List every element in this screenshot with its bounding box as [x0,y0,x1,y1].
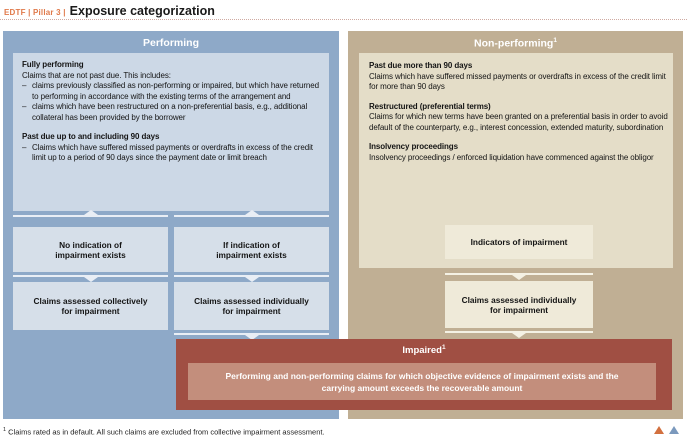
section-heading: Fully performing [22,60,84,69]
bullet-text: claims which have been restructured on a… [32,102,308,122]
bullet-dash: – [22,102,27,111]
flow-arrow-down-icon [174,333,329,341]
bullet-text: Claims which have suffered missed paymen… [32,142,313,163]
arrow-bar [174,333,329,335]
panel-title-text: Non-performing [474,37,554,50]
nav-triangles [654,426,679,434]
arrow-bar [13,275,168,277]
performing-panel-title: Performing [142,37,199,49]
footnote-marker: 1 [3,427,7,433]
insolvency-section: Insolvency proceedings Insolvency procee… [369,142,668,163]
section-body: Claims which have suffered missed paymen… [369,71,666,92]
indicators-of-impairment-box: Indicators of impairment [445,225,593,259]
impaired-title: Impaired1 [176,339,672,356]
bullet-text: claims previously classified as non-perf… [32,81,319,101]
section-heading: Past due up to and including 90 days [22,132,160,141]
breadcrumb: EDTF | Pillar 3 | [4,8,66,17]
flow-arrow-down-icon [13,275,168,283]
footnote-marker: 1 [441,344,446,351]
flow-arrow-down-icon [445,331,593,339]
flow-arrow-down-icon [174,275,329,283]
impaired-box: Impaired1 Performing and non-performing … [176,339,672,410]
if-indication-box: If indication of impairment exists [174,227,329,272]
section-body: Claims for which new terms have been gra… [369,112,668,132]
arrow-bar [445,331,593,333]
impaired-title-text: Impaired [402,345,442,357]
performing-definitions-box: Fully performing Claims that are not pas… [13,53,329,211]
section-body: Insolvency proceedings / enforced liquid… [369,152,654,162]
assessed-individually-box: Claims assessed individually for impairm… [445,281,593,328]
section-heading: Insolvency proceedings [369,142,458,151]
section-intro: Claims that are not past due. This inclu… [22,70,171,80]
arrow-head-icon [83,210,98,215]
header: EDTF | Pillar 3 |Exposure categorization [4,2,215,20]
non-performing-panel-title: Non-performing1 [348,31,683,50]
arrow-bar [445,273,593,275]
footnote: 1 Claims rated as in default. All such c… [3,427,325,437]
footnote-marker: 1 [553,37,557,44]
bullet-item: – Claims which have suffered missed paym… [22,143,323,164]
arrow-bar [13,215,168,217]
section-heading: Past due more than 90 days [369,61,473,70]
impaired-definition: Performing and non-performing claims for… [188,363,656,400]
bullet-item: – claims previously classified as non-pe… [22,81,323,102]
arrow-head-icon [512,275,526,280]
section-heading: Restructured (preferential terms) [369,101,491,111]
flow-arrow-up-icon [174,209,329,217]
arrow-head-icon [244,335,259,340]
performing-panel: Performing Fully performing Claims that … [3,31,339,419]
assessed-individually-box: Claims assessed individually for impairm… [174,282,329,330]
arrow-head-icon [244,210,259,215]
restructured-section: Restructured (preferential terms) Claims… [369,102,668,134]
footnote-text: Claims rated as in default. All such cla… [8,427,325,437]
bullet-item: – claims which have been restructured on… [22,102,323,123]
arrow-head-icon [244,277,259,282]
past-due-90-section: Past due up to and including 90 days – C… [22,132,323,164]
flow-arrow-down-icon [445,273,593,281]
header-divider [0,19,687,20]
arrow-bar [174,215,329,217]
nav-triangle-orange-icon[interactable] [654,426,664,434]
no-indication-box: No indication of impairment exists [13,227,168,272]
nav-triangle-blue-icon[interactable] [669,426,679,434]
page-title: Exposure categorization [69,4,215,18]
assessed-collectively-box: Claims assessed collectively for impairm… [13,282,168,330]
arrow-head-icon [83,277,98,282]
bullet-dash: – [22,81,27,90]
past-due-over-90-section: Past due more than 90 days Claims which … [369,61,668,93]
arrow-bar [174,275,329,277]
flow-arrow-up-icon [13,209,168,217]
bullet-dash: – [22,142,27,152]
fully-performing-section: Fully performing Claims that are not pas… [22,60,323,123]
arrow-head-icon [512,333,526,338]
